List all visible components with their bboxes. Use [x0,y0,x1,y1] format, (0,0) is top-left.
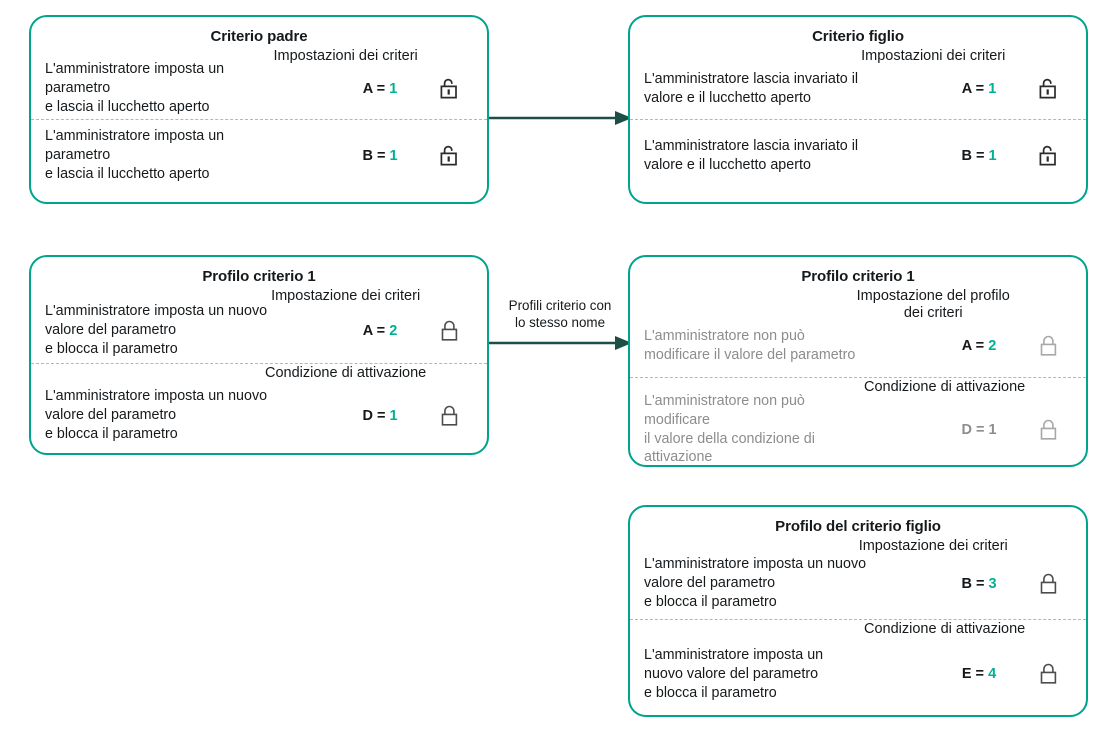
row-value-number: 1 [389,407,398,424]
section-impostazione-criteri: Impostazione dei criteri L'amministrator… [31,287,487,363]
row-description: L'amministratore imposta un nuovo valore… [644,556,867,611]
row-value: B = 1 [337,148,423,164]
arrow-profile-label: Profili criterio con lo stesso nome [508,298,612,330]
row-value: E = 4 [936,666,1022,682]
lock-open-icon [1022,77,1074,101]
section-second: L'amministratore lascia invariato il val… [630,119,1086,191]
row-value-number: 2 [988,338,997,355]
box-criterio-figlio: Criterio figlio Impostazioni dei criteri… [628,15,1088,204]
section-impostazione-criteri: Impostazione dei criteri L'amministrator… [630,537,1086,619]
criterion-row: L'amministratore imposta un nuovo valore… [630,638,1086,710]
box-title: Profilo del criterio figlio [775,518,941,535]
row-description: L'amministratore imposta un nuovo valore… [45,303,268,358]
row-description: L'amministratore lascia invariato il val… [644,137,859,173]
lock-open-icon [423,77,475,101]
row-value: B = 1 [936,148,1022,164]
row-value-key: B = [362,147,386,164]
section-heading: Impostazioni dei criteri [861,48,1006,64]
lock-closed-icon [1022,418,1074,442]
criterion-row: L'amministratore imposta un nuovo valore… [31,382,487,449]
lock-closed-icon [1022,572,1074,596]
row-description: L'amministratore non può modificare il v… [644,328,856,364]
row-value-key: A = [961,80,985,97]
row-value-number: 1 [988,80,997,97]
lock-closed-icon [423,404,475,428]
lock-closed-icon [423,319,475,343]
box-criterio-padre: Criterio padre Impostazioni dei criteri … [29,15,489,204]
section-condizione-attivazione: Condizione di attivazione L'amministrato… [31,363,487,456]
box-title: Profilo criterio 1 [801,268,915,285]
row-value: A = 2 [337,323,423,339]
row-value-key: D = [961,421,985,438]
section-heading: Impostazione dei criteri [858,538,1008,554]
row-value-number: 1 [988,421,997,438]
box-title: Criterio padre [210,28,308,45]
box-title: Criterio figlio [812,28,904,45]
row-value-number: 1 [389,80,398,97]
section-impostazione-profilo: Impostazione del profilo dei criteri L'a… [630,287,1086,377]
row-value: D = 1 [337,408,423,424]
row-value-number: 1 [389,147,398,164]
row-value-key: A = [362,322,386,339]
criterion-row: L'amministratore non può modificare il v… [630,322,1086,370]
arrow-profile-to-profile [484,336,632,350]
row-value: A = 2 [936,338,1022,354]
section-impostazioni-criteri: Impostazioni dei criteri L'amministrator… [630,47,1086,119]
criterion-row: L'amministratore lascia invariato il val… [630,120,1086,191]
section-heading: Condizione di attivazione [864,379,1026,395]
row-value-key: E = [961,666,985,683]
row-value-key: A = [961,338,985,355]
section-heading: Impostazioni dei criteri [273,48,418,64]
lock-closed-icon [1022,662,1074,686]
section-condizione-attivazione: Condizione di attivazione L'amministrato… [630,619,1086,717]
row-description: L'amministratore imposta un parametro e … [45,61,225,116]
box-profilo-criterio-figlio: Profilo del criterio figlio Impostazione… [628,505,1088,717]
section-heading: Impostazione dei criteri [271,288,421,304]
row-value-number: 4 [988,666,997,683]
row-value: A = 1 [936,81,1022,97]
row-value-number: 3 [988,575,997,592]
row-value: D = 1 [936,422,1022,438]
section-heading: Condizione di attivazione [864,621,1026,637]
row-value-key: A = [362,80,386,97]
box-title: Profilo criterio 1 [202,268,316,285]
section-second: L'amministratore imposta un parametro e … [31,119,487,191]
arrow-parent-to-child [484,111,632,125]
row-description: L'amministratore non può modificare il v… [644,392,815,466]
criterion-row: L'amministratore imposta un nuovo valore… [630,555,1086,612]
box-profilo-criterio-1-left: Profilo criterio 1 Impostazione dei crit… [29,255,489,455]
row-description: L'amministratore imposta un nuovo valore… [45,388,268,443]
row-value-number: 1 [988,147,997,164]
lock-closed-icon [1022,334,1074,358]
row-value: B = 3 [936,576,1022,592]
row-value-key: B = [961,147,985,164]
row-value: A = 1 [337,81,423,97]
criterion-row: L'amministratore imposta un parametro e … [31,61,487,115]
row-description: L'amministratore imposta un nuovo valore… [644,646,824,701]
criterion-row: L'amministratore imposta un nuovo valore… [31,303,487,358]
section-impostazioni-criteri: Impostazioni dei criteri L'amministrator… [31,47,487,119]
row-value-key: B = [961,575,985,592]
row-value-number: 2 [389,322,398,339]
criterion-row: L'amministratore lascia invariato il val… [630,65,1086,112]
row-description: L'amministratore lascia invariato il val… [644,70,859,106]
lock-open-icon [1022,144,1074,168]
section-heading: Impostazione del profilo dei criteri [856,288,1010,322]
row-value-key: D = [362,407,386,424]
row-description: L'amministratore imposta un parametro e … [45,128,225,182]
box-profilo-criterio-1-right: Profilo criterio 1 Impostazione del prof… [628,255,1088,467]
criterion-row: L'amministratore imposta un parametro e … [31,120,487,191]
lock-open-icon [423,144,475,168]
section-heading: Condizione di attivazione [265,365,427,381]
section-condizione-attivazione: Condizione di attivazione L'amministrato… [630,377,1086,470]
criterion-row: L'amministratore non può modificare il v… [630,393,1086,465]
